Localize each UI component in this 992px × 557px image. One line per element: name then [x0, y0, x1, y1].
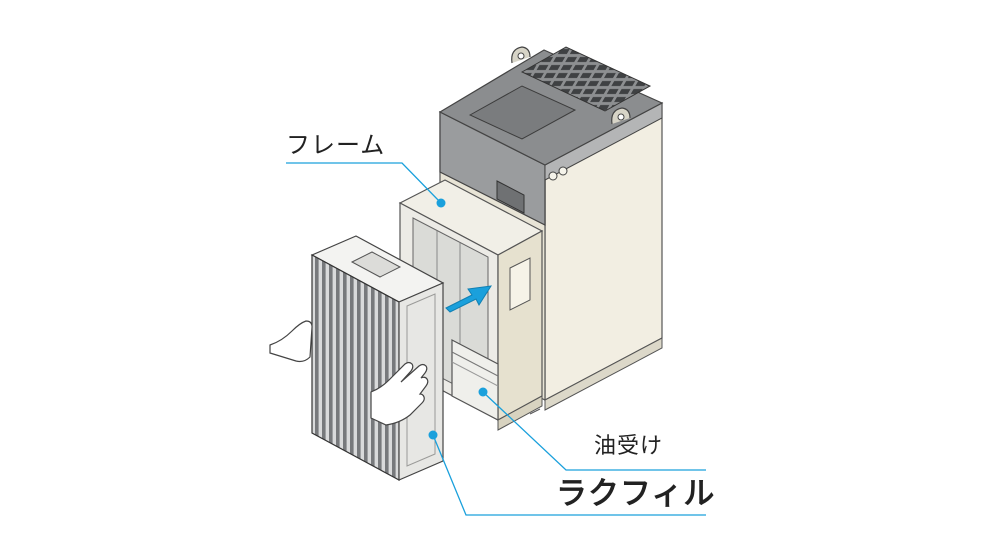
unit-base	[544, 337, 663, 411]
lifting-lug-icon	[511, 46, 631, 125]
frame-side-window	[509, 257, 531, 311]
frame-side	[497, 229, 543, 422]
unit-top-grill	[520, 46, 652, 112]
filter-top-label	[350, 251, 402, 278]
insert-arrow-icon	[445, 285, 492, 313]
leader-line-filter	[432, 434, 706, 516]
unit-top-plate	[468, 85, 577, 140]
leader-dot-icon	[428, 198, 488, 440]
unit-head-window	[496, 180, 525, 214]
filter-label: ラクフィル	[556, 476, 716, 512]
leader-line-oil	[482, 391, 706, 471]
frame-label: フレーム	[286, 131, 386, 159]
hand-icon	[269, 320, 429, 426]
oil-pan-label: 油受け	[594, 434, 664, 459]
leader-lines	[286, 162, 706, 516]
filter-assembly	[310, 235, 445, 482]
leader-line-frame	[286, 162, 442, 204]
